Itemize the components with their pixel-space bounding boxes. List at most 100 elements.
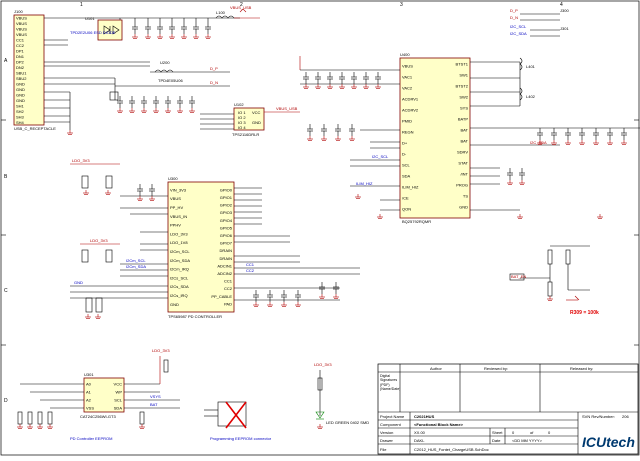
pin-label: SBU2 <box>16 76 27 81</box>
pin-label: VBUS_IN <box>170 214 187 219</box>
esd-part: TPD2E2U06 ESD DIODE <box>70 30 116 35</box>
svg-text:D_P: D_P <box>510 8 518 13</box>
zone-col-4: 4 <box>560 2 563 8</box>
pin-label: WP <box>116 389 123 394</box>
tb-file-label: File <box>380 447 387 452</box>
tb-sheet: 0 <box>512 430 515 435</box>
charger-input-caps <box>303 72 381 141</box>
tb-sheet-label: Sheet <box>492 430 503 435</box>
zone-row-b: B <box>4 174 8 180</box>
net-bat: I2C_SDA <box>530 140 547 145</box>
esd-ref: U101 <box>85 16 95 21</box>
pin-label: GND <box>16 92 25 97</box>
charger-ic[interactable]: U400 BQ25792RQMR VBUSVAC1VAC2ACDRV1ACDRV… <box>399 52 471 224</box>
pin-label: /INT <box>460 171 468 176</box>
net-cc2: CC2 <box>246 268 255 273</box>
pd-left-parts: LDO_3V3 LDO_3V3 <box>70 158 120 313</box>
pin-label: VBUS <box>16 21 27 26</box>
net-ldo3v3-ee: LDO_3V3 <box>152 348 170 353</box>
tb-date: <DD MM YYYY> <box>512 438 543 443</box>
middle-capacitors <box>117 96 195 113</box>
pin-label: SYS <box>460 105 468 110</box>
pin-label: GPIO4 <box>220 218 233 223</box>
input-capacitors <box>132 18 211 39</box>
pin-label: VAC2 <box>402 85 413 90</box>
pin-label: BTST1 <box>456 61 469 66</box>
zone-markers: A B C D 1 2 3 4 <box>1 2 639 404</box>
mux-ref: U200 <box>160 60 170 65</box>
pin-label: D+ <box>402 140 408 145</box>
svg-text:I2C_SDA: I2C_SDA <box>510 31 527 36</box>
vbus-inductor: L100 VBUS_USB <box>215 5 260 19</box>
esd-diode[interactable]: TPD2E2U06 ESD DIODE U101 <box>70 16 123 41</box>
pin-label: LDO_3V3 <box>170 231 188 236</box>
eeprom-part: CAT24C256WI-GT3 <box>80 414 116 419</box>
net-i2c-sda: BAT <box>150 402 158 407</box>
eeprom-ref: U301 <box>84 372 94 377</box>
programming-connector[interactable]: Programming EEPROM connector <box>204 401 272 441</box>
svg-text:L402: L402 <box>526 94 536 99</box>
net-dn: D_N <box>210 80 218 85</box>
tb-version: XX.00 <box>414 430 426 435</box>
tb-project-label: Project Name <box>380 414 405 419</box>
zone-row-a: A <box>4 58 8 64</box>
tb-reviewed: Reviewed by: <box>484 366 508 371</box>
pin-label: VBUS <box>16 15 27 20</box>
tb-author: Author <box>430 366 442 371</box>
pin-label: CC2 <box>224 286 233 291</box>
charger-ref: U400 <box>400 52 410 57</box>
tb-component-label: Component <box>380 422 402 427</box>
pin-label: VBUS <box>16 26 27 31</box>
net-i2cm-sda: I2Cm_SDA <box>126 264 146 269</box>
bat-network: BAT_EN R309 = 100k <box>509 245 599 316</box>
pin-label: ILIM_HIZ <box>402 184 419 189</box>
usb-c-connector[interactable]: J100 USB_C_RECEPTACLE VBUSVBUSVBUSVBUSCC… <box>13 9 56 131</box>
pin-label: SCL <box>114 397 123 402</box>
pin-label: GPIO1 <box>220 195 233 200</box>
pin-label: ADCIN1 <box>217 263 232 268</box>
net-vbus-usb: VBUS_USB <box>230 5 252 10</box>
ground-symbols <box>17 130 603 429</box>
pd-controller-ic[interactable]: U300 TPS65987 PD CONTROLLER VIN_3V3VBUSP… <box>167 176 235 319</box>
pd-caption: PD Controller EEPROM <box>70 436 112 441</box>
net-vbus-usb-2: VBUS_USB <box>276 106 298 111</box>
charger-inductors: L401 L402 <box>519 57 536 106</box>
pin-label: VSS <box>86 405 94 410</box>
pin-label: SBU1 <box>16 70 27 75</box>
pin-label: I2Cm_IRQ <box>170 267 189 272</box>
svg-text:GND: GND <box>252 120 261 125</box>
net-i2c-scl: VSYS <box>150 394 161 399</box>
pin-label: GPIO3 <box>220 210 233 215</box>
connector-ref: J100 <box>14 9 23 14</box>
pin-label: SH1 <box>16 103 25 108</box>
eeprom-ic[interactable]: U301 CAT24C256WI-GT3 A0A1A2VSSVCCWPSCLSD… <box>70 372 125 441</box>
power-mux-ic[interactable]: U102 TPS2116DRLR IO 1IO 2 IO 3IO 4 VCCGN… <box>200 102 300 137</box>
tb-component: <Functional Block Name> <box>414 422 464 427</box>
tb-file: C2012_HUS_Fontet_ChargeUSB.SchDoc <box>414 447 489 452</box>
pin-label: BATP <box>458 116 468 121</box>
pin-label: DN1 <box>16 54 25 59</box>
pin-label: SDA <box>402 173 411 178</box>
level-part: TPS2116DRLR <box>232 132 259 137</box>
tb-drawer: DAKL <box>414 438 425 443</box>
tb-released: Released by: <box>570 366 593 371</box>
pin-label: I2Cm_SDA <box>170 258 190 263</box>
icutech-logo: ICUtech <box>582 434 635 450</box>
svg-text:D_N: D_N <box>510 15 518 20</box>
pin-label: DP1 <box>16 48 25 53</box>
connector-pins: VBUSVBUSVBUSVBUSCC1CC2DP1DN1DP2DN2SBU1SB… <box>16 15 27 125</box>
pin-label: I2Cm_SCL <box>170 249 190 254</box>
cc-mux[interactable]: U200 TPD4E05U06 D_P D_N <box>109 60 230 101</box>
pin-label: LDO_1V8 <box>170 240 188 245</box>
pin-label: DRAIN <box>220 248 233 253</box>
tb-project: C2021HUS <box>414 414 435 419</box>
net-i2cm-scl: I2Cm_SCL <box>126 258 146 263</box>
prog-caption: Programming EEPROM connector <box>210 436 272 441</box>
svg-text:IO 2: IO 2 <box>238 115 246 120</box>
zone-col-3: 3 <box>400 2 403 8</box>
pin-label: GND <box>170 302 179 307</box>
pin-label: VBUS <box>170 196 181 201</box>
pin-label: SH2 <box>16 109 25 114</box>
